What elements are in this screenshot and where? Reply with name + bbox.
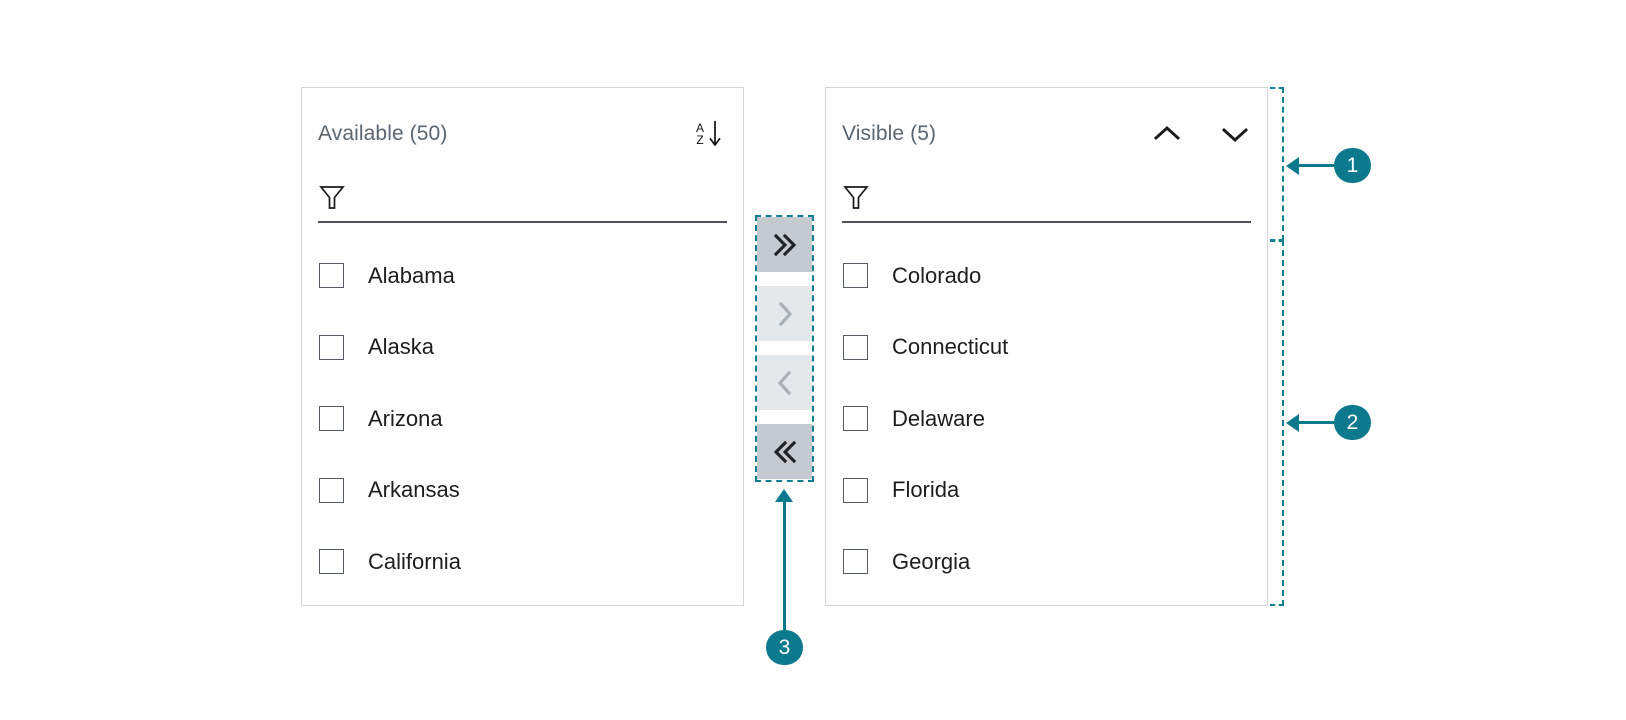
chevron-right-icon: [774, 299, 796, 329]
double-chevron-left-icon: [770, 439, 800, 465]
annotation-1-arrowhead: [1286, 157, 1299, 175]
list-item-label: Connecticut: [892, 334, 1009, 360]
visible-panel-header: Visible (5): [826, 88, 1267, 180]
visible-option-checkbox[interactable]: [843, 334, 868, 360]
sort-az-icon: A Z: [692, 118, 726, 150]
list-item[interactable]: Delaware: [826, 383, 1267, 455]
available-option-checkbox[interactable]: [319, 263, 344, 289]
annotation-2-badge: 2: [1334, 405, 1371, 440]
available-option-checkbox[interactable]: [319, 334, 344, 360]
available-panel: Available (50) A Z: [301, 87, 744, 606]
move-all-right-button[interactable]: [757, 217, 812, 272]
annotation-3-badge: 3: [766, 630, 803, 665]
annotation-region-list: [1270, 240, 1284, 606]
list-item[interactable]: Arizona: [302, 383, 743, 455]
list-item[interactable]: Alaska: [302, 312, 743, 384]
available-filter-input[interactable]: [318, 176, 727, 223]
chevron-left-icon: [774, 368, 796, 398]
move-selected-right-button: [757, 286, 812, 341]
annotation-3-line: [783, 500, 786, 632]
annotation-region-header: [1270, 87, 1284, 241]
visible-option-checkbox[interactable]: [843, 263, 868, 289]
list-item[interactable]: Alabama: [302, 240, 743, 312]
available-panel-title: Available (50): [318, 122, 448, 145]
list-item-label: Arizona: [368, 405, 443, 431]
visible-panel-title: Visible (5): [842, 122, 937, 145]
list-item[interactable]: Arkansas: [302, 455, 743, 527]
available-option-checkbox[interactable]: [319, 477, 344, 503]
list-item-label: California: [368, 548, 461, 574]
visible-option-checkbox[interactable]: [843, 406, 868, 432]
annotation-3-arrowhead: [775, 489, 793, 502]
chevron-down-icon: [1220, 123, 1250, 145]
chevron-up-icon: [1152, 123, 1182, 145]
annotation-1-line: [1296, 164, 1336, 167]
list-item-label: Delaware: [892, 405, 985, 431]
visible-panel: Visible (5): [825, 87, 1268, 606]
annotation-1-badge: 1: [1334, 148, 1371, 183]
list-item-label: Arkansas: [368, 477, 460, 503]
double-chevron-right-icon: [770, 232, 800, 258]
move-all-left-button[interactable]: [757, 424, 812, 479]
list-item-label: Alabama: [368, 262, 455, 288]
available-panel-header: Available (50) A Z: [302, 88, 743, 180]
sort-letter-bottom: Z: [696, 133, 704, 147]
sort-down-arrow-icon: [708, 119, 722, 149]
available-option-checkbox[interactable]: [319, 406, 344, 432]
list-item[interactable]: Georgia: [826, 526, 1267, 598]
transfer-buttons-column: [757, 217, 812, 480]
move-up-button[interactable]: [1145, 116, 1189, 152]
list-item-label: Florida: [892, 477, 960, 503]
sort-az-button[interactable]: A Z: [687, 116, 731, 152]
move-down-button[interactable]: [1213, 116, 1257, 152]
list-item-label: Alaska: [368, 334, 435, 360]
sort-az-letters: A Z: [692, 118, 708, 150]
move-selected-left-button: [757, 355, 812, 410]
sort-letter-top: A: [695, 120, 704, 135]
annotation-2-arrowhead: [1286, 414, 1299, 432]
list-item[interactable]: Connecticut: [826, 312, 1267, 384]
list-item[interactable]: Colorado: [826, 240, 1267, 312]
annotation-2-line: [1296, 421, 1336, 424]
visible-option-checkbox[interactable]: [843, 477, 868, 503]
available-option-checkbox[interactable]: [319, 549, 344, 575]
list-item[interactable]: Florida: [826, 455, 1267, 527]
list-item[interactable]: California: [302, 526, 743, 598]
visible-filter-row: [842, 176, 1251, 224]
visible-option-checkbox[interactable]: [843, 549, 868, 575]
list-item-label: Colorado: [892, 262, 982, 288]
visible-filter-input[interactable]: [842, 176, 1251, 223]
available-filter-row: [318, 176, 727, 224]
list-item-label: Georgia: [892, 548, 971, 574]
